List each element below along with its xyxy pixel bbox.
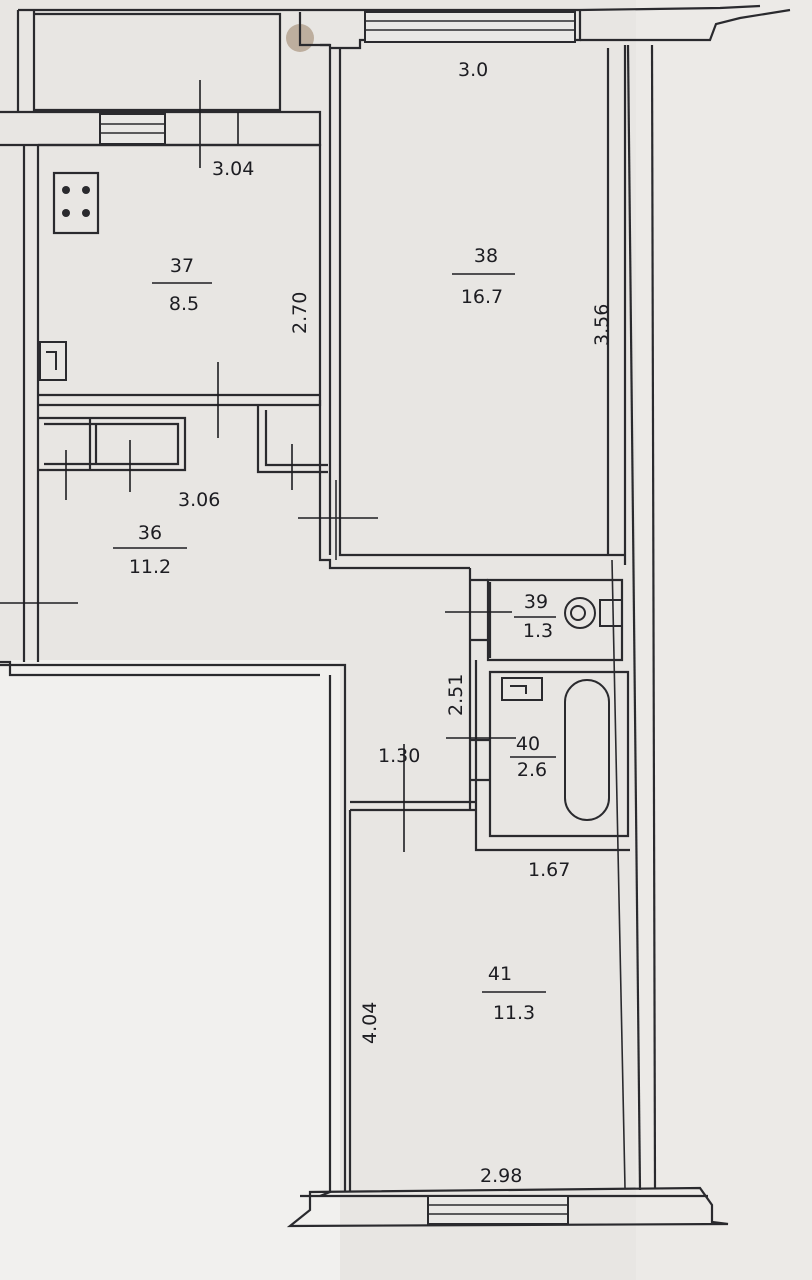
dim-room38-depth: 3.56: [591, 304, 613, 346]
dim-hall-width: 3.06: [178, 489, 220, 511]
room-37-area: 8.5: [169, 293, 199, 315]
corridor-wall: [350, 744, 475, 852]
room-38-number: 38: [474, 245, 498, 267]
room-40-bath: 40 2.6: [446, 660, 630, 852]
top-wall: [0, 4, 791, 168]
dim-corridor-width: 1.30: [378, 745, 420, 767]
room-40-number: 40: [516, 733, 540, 755]
bottom-window: [427, 1195, 569, 1225]
room-39-wc: 39 1.3: [445, 568, 624, 810]
toilet-icon: [564, 597, 623, 629]
dim-room38-width: 3.0: [458, 59, 488, 81]
kitchen-window: [99, 113, 166, 145]
bottom-wall: [286, 1186, 729, 1228]
dim-kitchen-width: 3.04: [212, 158, 254, 180]
storage-closets: [38, 405, 328, 500]
room-41-bedroom: 41 11.3: [348, 810, 546, 1192]
room-41-number: 41: [488, 963, 512, 985]
dim-corridor-length: 2.51: [445, 674, 467, 716]
top-window: [364, 11, 576, 43]
dim-bath-width: 1.67: [528, 859, 570, 881]
right-wall: [611, 44, 657, 1191]
room-36-number: 36: [138, 522, 162, 544]
room-38-living: 38 16.7: [298, 43, 627, 570]
dim-room41-depth: 4.04: [359, 1002, 381, 1044]
bath-sink-icon: [501, 677, 543, 701]
exterior-area: [636, 0, 812, 1280]
bathtub-icon: [564, 679, 610, 821]
room-36-hall: 36 11.2: [113, 522, 187, 578]
room-39-number: 39: [524, 591, 548, 613]
room-38-area: 16.7: [461, 286, 503, 308]
room-41-area: 11.3: [493, 1002, 535, 1024]
dimension-labels: 3.0 3.04 2.70 3.56 3.06 2.51 1.30 1.67 4…: [178, 59, 613, 1187]
room-36-area: 11.2: [129, 556, 171, 578]
dim-kitchen-depth: 2.70: [289, 292, 311, 334]
sink-icon: [39, 341, 67, 381]
left-wall: [0, 145, 347, 1198]
room-40-area: 2.6: [517, 759, 547, 781]
room-39-area: 1.3: [523, 620, 553, 642]
stove-icon: [52, 171, 100, 235]
room-37-number: 37: [170, 255, 194, 277]
adjacent-area: [0, 660, 340, 1280]
dim-room41-width: 2.98: [480, 1165, 522, 1187]
